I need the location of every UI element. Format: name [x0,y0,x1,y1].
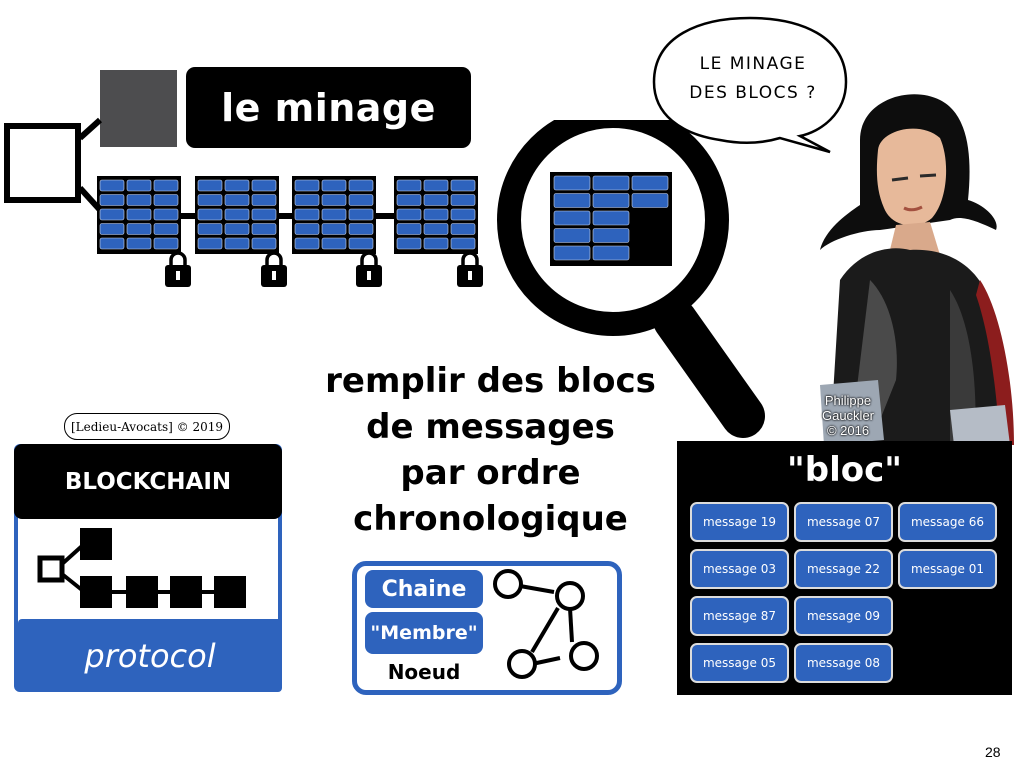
credit-line-3: © 2016 [826,423,870,438]
noeud-label: Noeud [387,660,461,684]
padlock-icon [165,251,191,287]
speech-bubble-text: LE MINAGE DES BLOCS ? [668,50,838,108]
headline-line-1: remplir des blocs [325,361,656,401]
chaine-label: Chaine [365,570,483,608]
character-illustration [820,94,1014,445]
artist-credit: Philippe Gauckler © 2016 [815,393,881,438]
bubble-line-1: LE MINAGE [699,54,807,74]
headline-line-3: par ordre [400,453,581,493]
message-cell: message 01 [898,549,997,589]
bubble-line-2: DES BLOCS ? [689,83,817,103]
message-cell: message 22 [794,549,893,589]
message-cell: message 08 [794,643,893,683]
credit-line-2: Gauckler [821,408,875,423]
gray-block-icon [100,70,177,147]
message-cell: message 66 [898,502,997,542]
mini-chain-icon [37,528,246,608]
speech-bubble [652,16,848,154]
headline-line-2: de messages [366,407,615,447]
headline-line-4: chronologique [353,499,628,539]
node-graph-icon [493,569,599,679]
page-title: le minage [186,67,471,148]
message-cell: message 05 [690,643,789,683]
membre-label: "Membre" [365,612,483,654]
magnifier-icon [497,120,765,438]
blockchain-card-footer: protocol [18,619,282,692]
chain-diagram [4,70,483,287]
message-cell: message 09 [794,596,893,636]
message-cell: message 03 [690,549,789,589]
headline: remplir des blocs de messages par ordre … [318,358,663,542]
page-number: 28 [985,744,1001,760]
copyright-tag: [Ledieu-Avocats] © 2019 [64,413,230,440]
padlock-icon [261,251,287,287]
blockchain-card-title: BLOCKCHAIN [14,444,282,519]
bloc-title: "bloc" [787,450,902,490]
message-cell: message 19 [690,502,789,542]
message-cell: message 07 [794,502,893,542]
credit-line-1: Philippe [824,393,872,408]
message-cell: message 87 [690,596,789,636]
genesis-block-icon [4,123,81,203]
padlock-icon [457,251,483,287]
padlock-icon [356,251,382,287]
